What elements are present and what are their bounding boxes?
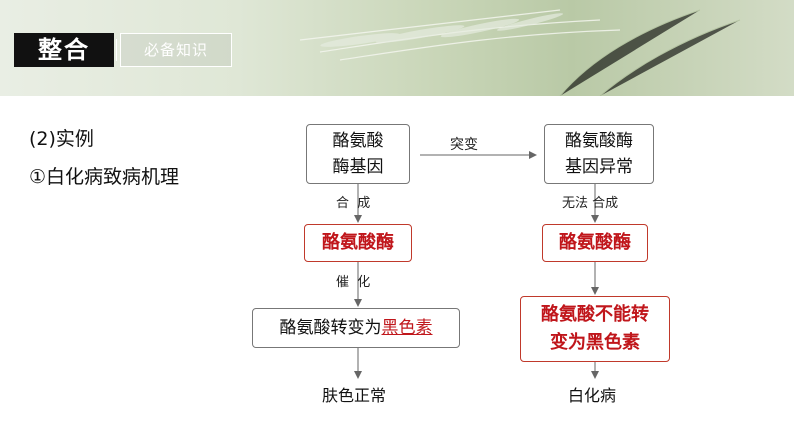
outcome-albinism: 白化病: [568, 382, 616, 406]
label-catalyze: 催 化: [336, 271, 370, 290]
gene-box-abnormal: 酪氨酸酶 基因异常: [544, 124, 654, 184]
conversion-box-abnormal: 酪氨酸不能转 变为黑色素: [520, 296, 670, 362]
conversion-prefix: 酪氨酸转变为: [280, 318, 382, 338]
label-mutation: 突变: [450, 134, 478, 154]
gene-box-normal: 酪氨酸 酶基因: [306, 124, 410, 184]
enzyme-box-abnormal: 酪氨酸酶: [542, 224, 648, 262]
label-synthesize: 合 成: [336, 192, 370, 211]
outcome-normal: 肤色正常: [322, 382, 386, 406]
label-cannot-synthesize: 无法 合成: [562, 192, 618, 211]
enzyme-box-normal: 酪氨酸酶: [304, 224, 412, 262]
conversion-box-normal: 酪氨酸转变为黑色素: [252, 308, 460, 348]
conversion-highlight: 黑色素: [382, 318, 433, 338]
